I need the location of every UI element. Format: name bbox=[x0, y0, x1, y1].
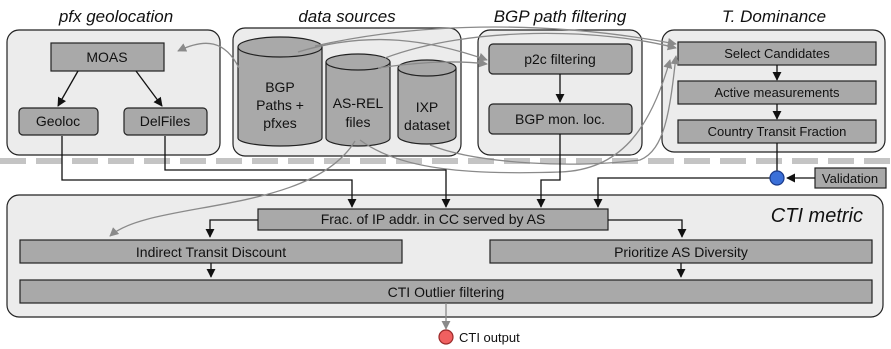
label-indirect-transit: Indirect Transit Discount bbox=[136, 244, 286, 260]
arrow-ixp-to-select bbox=[429, 55, 680, 165]
section-title-t-dominance: T. Dominance bbox=[722, 7, 826, 26]
box-geoloc bbox=[18, 107, 99, 136]
arrow-delfiles-to-frac bbox=[164, 136, 451, 208]
arrow-geoloc-to-frac bbox=[61, 136, 357, 208]
cylinder-bgp-paths bbox=[237, 36, 323, 147]
section-title-pfx-geolocation: pfx geolocation bbox=[58, 7, 173, 26]
label-bgp-paths-2: Paths + bbox=[256, 97, 304, 113]
label-moas: MOAS bbox=[86, 49, 127, 65]
cti-output-dot bbox=[438, 329, 454, 345]
box-moas bbox=[50, 42, 165, 72]
arrow-moas-to-geoloc bbox=[57, 70, 79, 107]
section-title-bgp-path-filtering: BGP path filtering bbox=[494, 7, 627, 26]
validation-node-dot bbox=[769, 170, 785, 186]
section-title-data-sources: data sources bbox=[298, 7, 396, 26]
cylinder-as-rel bbox=[325, 53, 391, 147]
arrow-bgp-paths-to-moas bbox=[177, 42, 240, 69]
label-cti-outlier: CTI Outlier filtering bbox=[388, 284, 505, 300]
label-cti-output: CTI output bbox=[459, 330, 520, 345]
box-delfiles bbox=[123, 107, 208, 136]
arrow-as-rel-to-select bbox=[384, 32, 677, 59]
arrow-moas-to-delfiles bbox=[135, 70, 163, 107]
arrow-as-rel-to-indirect-transit bbox=[109, 140, 356, 237]
label-as-rel-2: files bbox=[346, 114, 371, 130]
label-validation: Validation bbox=[822, 171, 878, 186]
label-delfiles: DelFiles bbox=[140, 113, 191, 129]
label-active-measurements: Active measurements bbox=[715, 85, 840, 100]
label-select-candidates: Select Candidates bbox=[724, 46, 830, 61]
label-prioritize-as: Prioritize AS Diversity bbox=[614, 244, 748, 260]
label-bgp-paths-1: BGP bbox=[265, 79, 295, 95]
label-ixp-1: IXP bbox=[416, 99, 439, 115]
arrow-bgp-mon-to-frac bbox=[536, 134, 561, 208]
section-title-cti-metric: CTI metric bbox=[771, 205, 863, 227]
arrow-validation-node-to-frac bbox=[593, 177, 777, 208]
arrow-frac-to-prioritize bbox=[608, 219, 687, 238]
arrow-bgp-paths-to-p2c bbox=[297, 38, 488, 62]
arrow-bgp-paths-to-select bbox=[314, 26, 677, 47]
label-as-rel-1: AS-REL bbox=[333, 95, 384, 111]
arrow-frac-to-indirect bbox=[205, 219, 258, 238]
label-bgp-paths-3: pfxes bbox=[263, 115, 296, 131]
label-p2c-filtering: p2c filtering bbox=[524, 51, 596, 67]
label-frac-ip: Frac. of IP addr. in CC served by AS bbox=[321, 211, 546, 227]
label-country-transit-fraction: Country Transit Fraction bbox=[708, 124, 847, 139]
arrow-as-rel-to-p2c bbox=[377, 58, 488, 69]
label-ixp-2: dataset bbox=[404, 117, 450, 133]
label-bgp-mon-loc: BGP mon. loc. bbox=[515, 111, 605, 127]
label-geoloc: Geoloc bbox=[36, 113, 80, 129]
